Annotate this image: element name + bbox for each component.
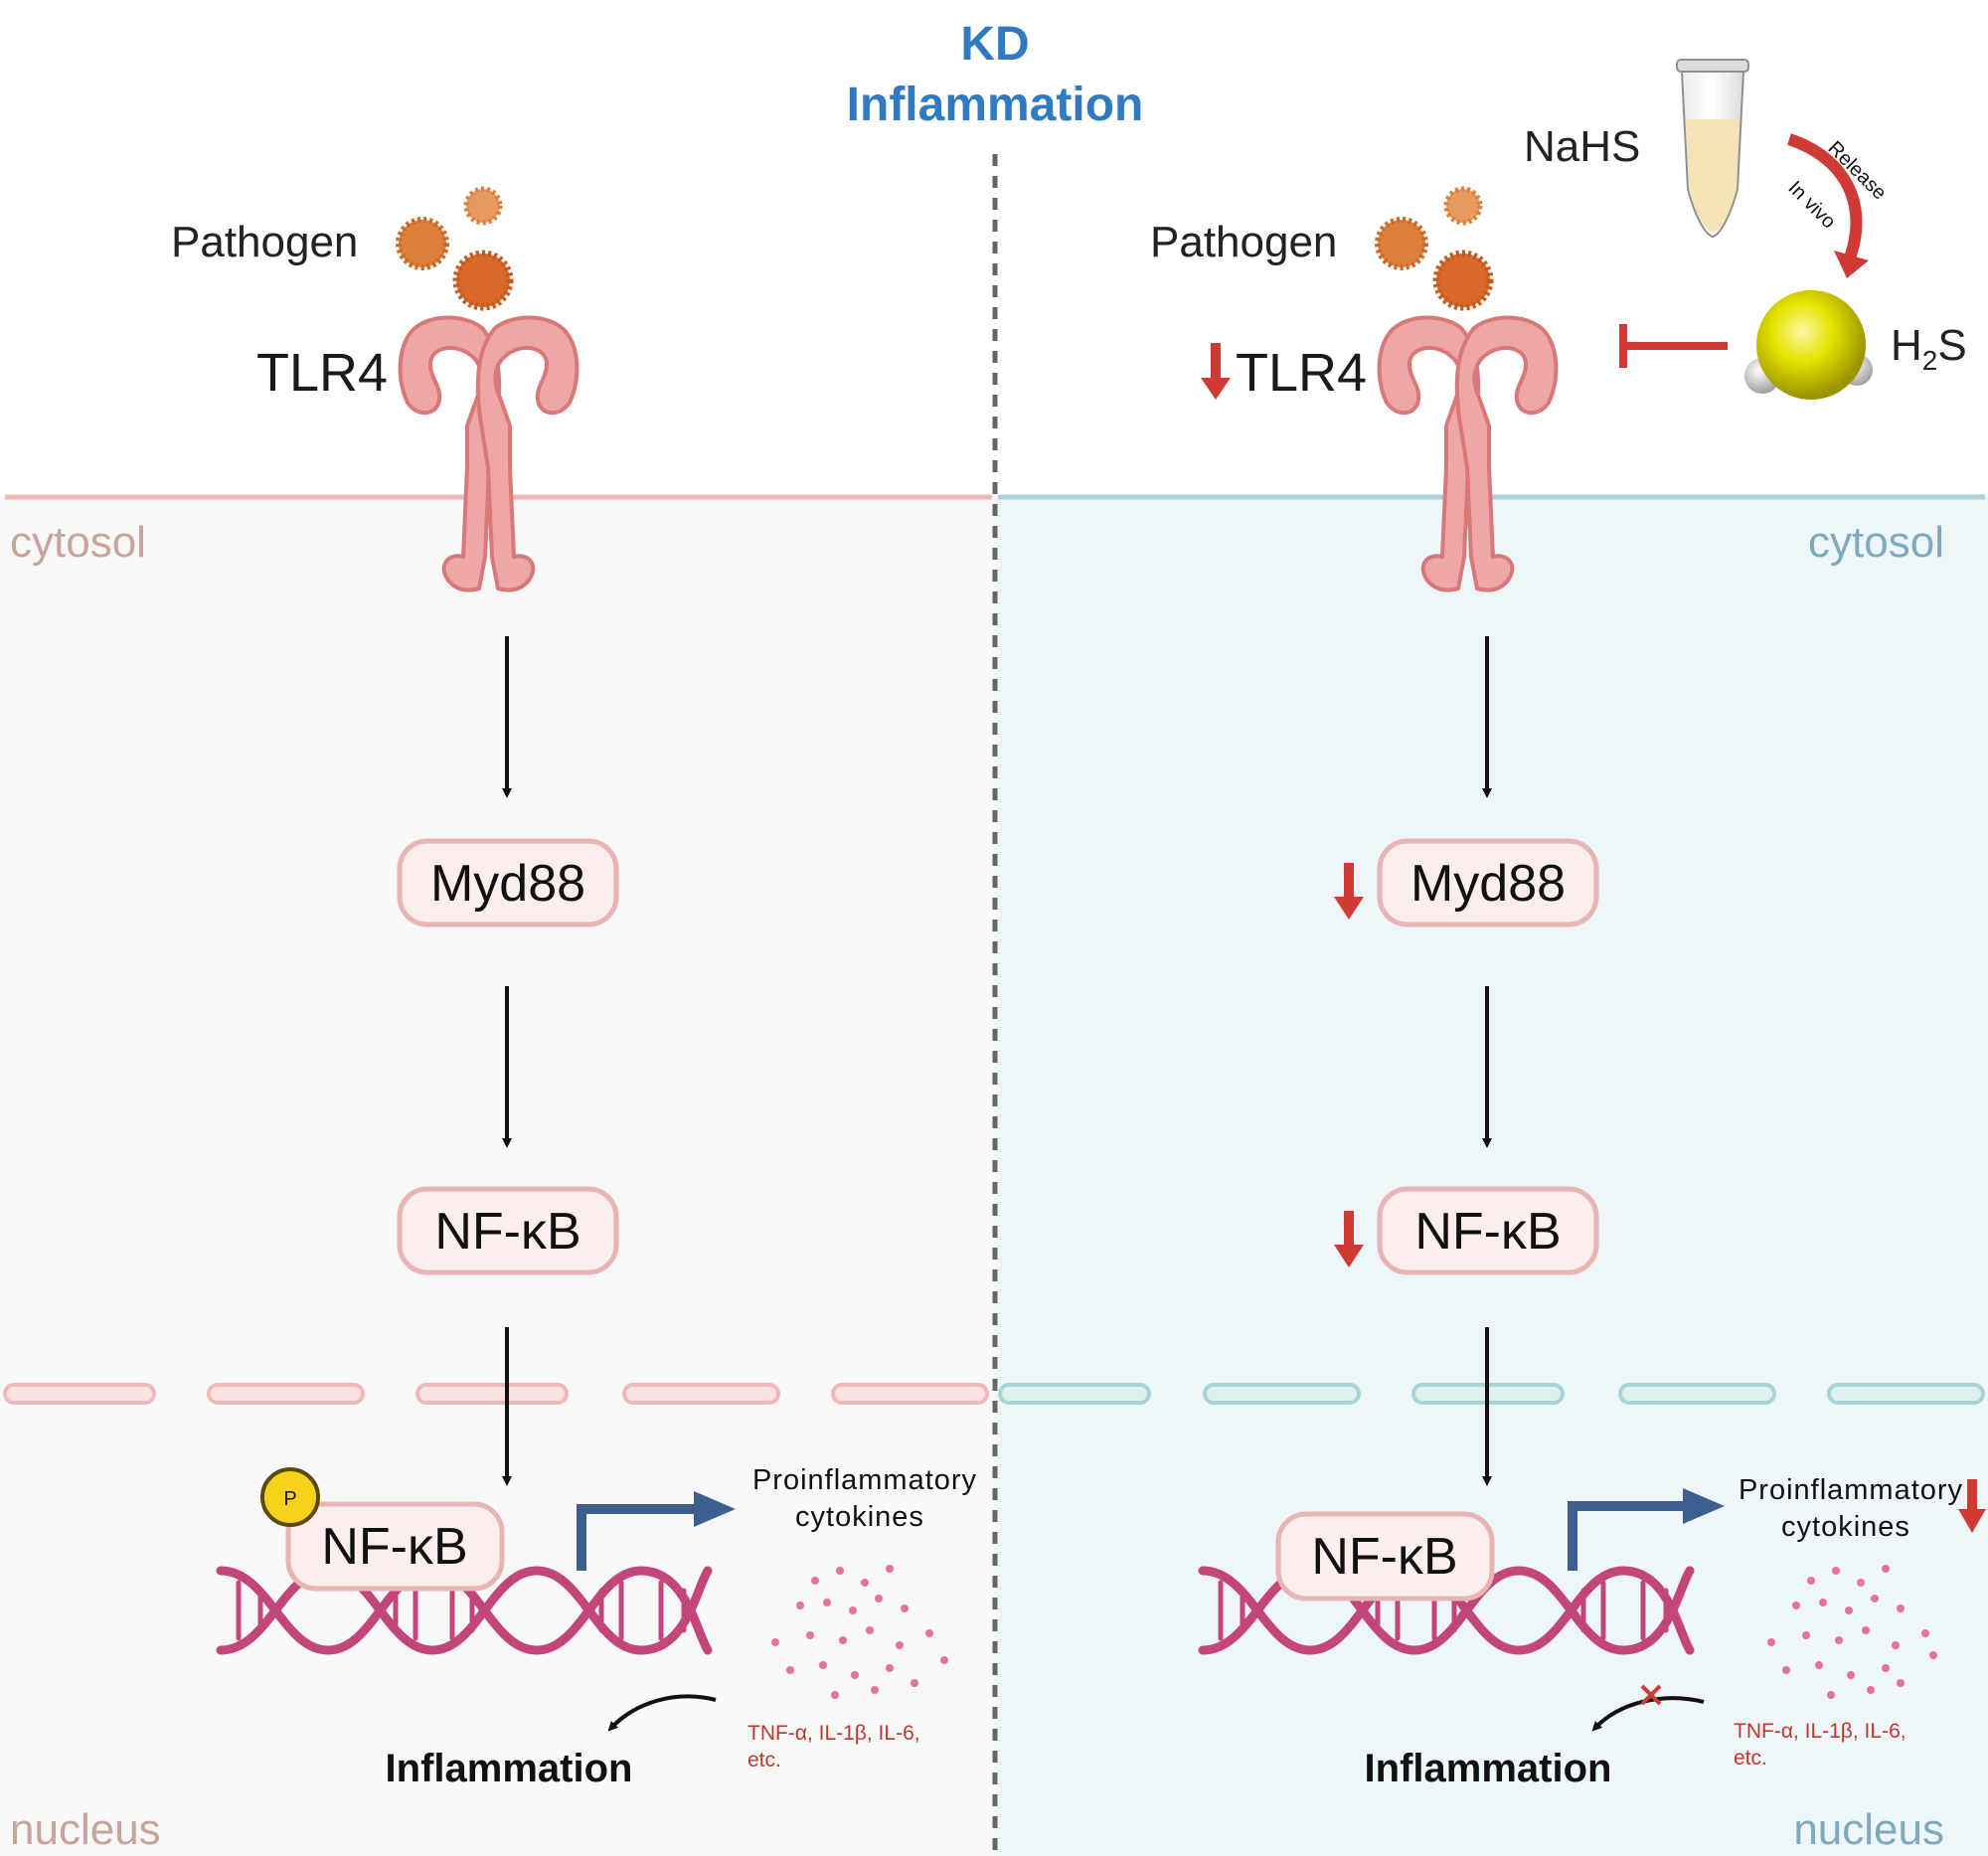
title-line-1: KD: [960, 18, 1029, 71]
right-myd88-decrease-arrow: [1334, 863, 1364, 920]
left-nfkb-label: NF-κB: [434, 1203, 580, 1261]
right-cytokine-dots: [1767, 1565, 1937, 1699]
left-nuclear-membrane: [3, 1383, 989, 1405]
right-cytokines-decrease-arrow: [1958, 1479, 1986, 1533]
left-transcription-arrow: [577, 1504, 696, 1571]
left-receptor-label: TLR4: [256, 343, 388, 403]
left-cytokines-line-2: cytokines: [795, 1501, 924, 1533]
right-cytokine-list-line-2: etc.: [1734, 1747, 1767, 1770]
right-transcription-arrowhead: [1683, 1488, 1725, 1524]
right-receptor-label: TLR4: [1236, 343, 1367, 403]
right-tlr4-receptor-icon: [1377, 315, 1559, 592]
nahs-label: NaHS: [1524, 122, 1640, 171]
right-nfkb-decrease-arrow: [1334, 1211, 1364, 1267]
right-nuclear-nfkb-label: NF-κB: [1311, 1528, 1457, 1586]
right-transcription-arrow: [1568, 1501, 1685, 1571]
right-nuclear-nfkb-box: NF-κB: [1275, 1511, 1495, 1602]
left-cytosol-label: cytosol: [10, 518, 146, 567]
nahs-tube-icon: [1676, 59, 1749, 239]
left-myd88-label: Myd88: [430, 855, 585, 913]
right-cytokines-line-1: Proinflammatory: [1739, 1474, 1963, 1506]
right-nuclear-membrane: [998, 1383, 1985, 1405]
right-cytokines-line-2: cytokines: [1781, 1511, 1910, 1543]
blocked-cross-icon: [1640, 1684, 1662, 1706]
in-vivo-label: In vivo: [1783, 177, 1839, 233]
left-tlr4-receptor-icon: [398, 315, 580, 592]
left-cytokine-list-line-1: TNF-α, IL-1β, IL-6,: [747, 1722, 920, 1745]
h2s-molecule-icon: [1744, 290, 1873, 400]
left-pathogen-label: Pathogen: [171, 218, 358, 266]
left-transcription-arrowhead: [694, 1491, 736, 1527]
release-arrow: [1787, 133, 1863, 263]
left-cytokines-line-1: Proinflammatory: [752, 1464, 977, 1496]
right-pathogen-label: Pathogen: [1150, 218, 1337, 266]
left-cytokine-list-line-2: etc.: [747, 1749, 781, 1772]
left-nuclear-nfkb-label: NF-κB: [321, 1518, 467, 1576]
phosphate-label: P: [283, 1488, 296, 1510]
right-cytosol-label: cytosol: [1808, 518, 1944, 567]
left-dna-helix: [216, 1566, 713, 1655]
left-nuclear-nfkb-box: NF-κB: [285, 1501, 505, 1592]
right-nfkb-box: NF-κB: [1377, 1186, 1599, 1275]
h2s-label: H2S: [1891, 321, 1967, 376]
right-cytokine-list-line-1: TNF-α, IL-1β, IL-6,: [1734, 1720, 1906, 1743]
release-arrowhead: [1834, 251, 1869, 278]
right-myd88-box: Myd88: [1377, 838, 1599, 928]
left-inflammation-label: Inflammation: [386, 1747, 633, 1790]
left-cytokine-dots: [771, 1565, 948, 1699]
h2s-inhibition-bar: [1619, 324, 1728, 368]
right-nucleus-label: nucleus: [1793, 1805, 1944, 1854]
right-inflammation-label: Inflammation: [1365, 1747, 1612, 1790]
left-inflammation-arrow: [607, 1694, 717, 1732]
right-tlr4-decrease-arrow: [1201, 343, 1231, 400]
left-myd88-box: Myd88: [397, 838, 619, 928]
right-myd88-label: Myd88: [1410, 855, 1566, 913]
right-nfkb-label: NF-κB: [1414, 1203, 1561, 1261]
left-nucleus-label: nucleus: [10, 1805, 161, 1854]
phosphate-badge: P: [260, 1467, 320, 1527]
title-line-2: Inflammation: [847, 79, 1144, 131]
left-pathogen-icon: [396, 186, 514, 311]
left-cytosol-background: [0, 497, 994, 1856]
left-nfkb-box: NF-κB: [397, 1186, 619, 1275]
right-pathogen-icon: [1375, 186, 1494, 311]
right-cytosol-background: [994, 497, 1988, 1856]
